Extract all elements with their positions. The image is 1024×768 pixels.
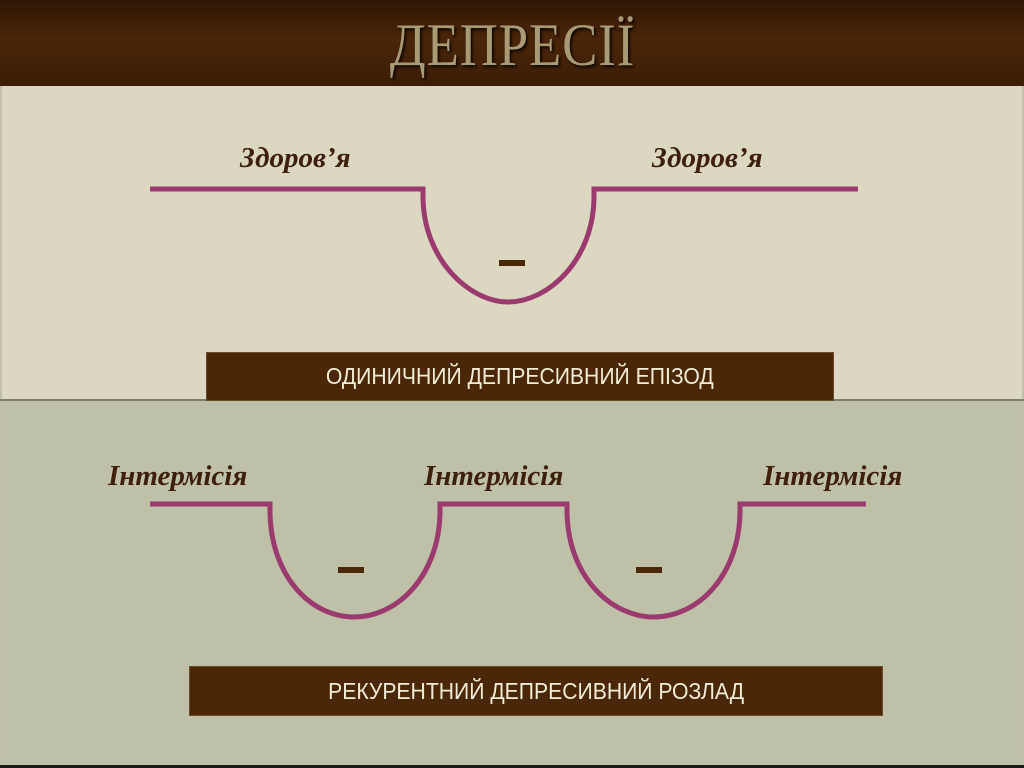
health-label-right: Здоров’я <box>652 142 763 174</box>
minus-icon <box>499 260 525 266</box>
single-episode-curve <box>150 186 858 305</box>
recurrent-disorder-banner-text: РЕКУРЕНТНИЙ ДЕПРЕСИВНИЙ РОЗЛАД <box>327 677 744 704</box>
single-episode-banner: ОДИНИЧНИЙ ДЕПРЕСИВНИЙ ЕПІЗОД <box>206 352 834 401</box>
slide-bottom-edge <box>0 765 1024 768</box>
recurrent-disorder-curve <box>150 501 866 620</box>
minus-icon <box>338 567 364 573</box>
intermission-label-3: Інтермісія <box>763 460 903 492</box>
slide-title: ДЕПРЕСІЇ <box>389 11 635 78</box>
intermission-label-1: Інтермісія <box>108 460 248 492</box>
single-episode-banner-text: ОДИНИЧНИЙ ДЕПРЕСИВНИЙ ЕПІЗОД <box>326 363 714 389</box>
recurrent-disorder-banner: РЕКУРЕНТНИЙ ДЕПРЕСИВНИЙ РОЗЛАД <box>189 666 883 716</box>
minus-icon <box>636 567 662 573</box>
single-episode-panel <box>2 86 1022 400</box>
health-label-left: Здоров’я <box>240 142 351 174</box>
intermission-label-2: Інтермісія <box>424 460 564 492</box>
title-bar: ДЕПРЕСІЇ <box>0 0 1024 86</box>
